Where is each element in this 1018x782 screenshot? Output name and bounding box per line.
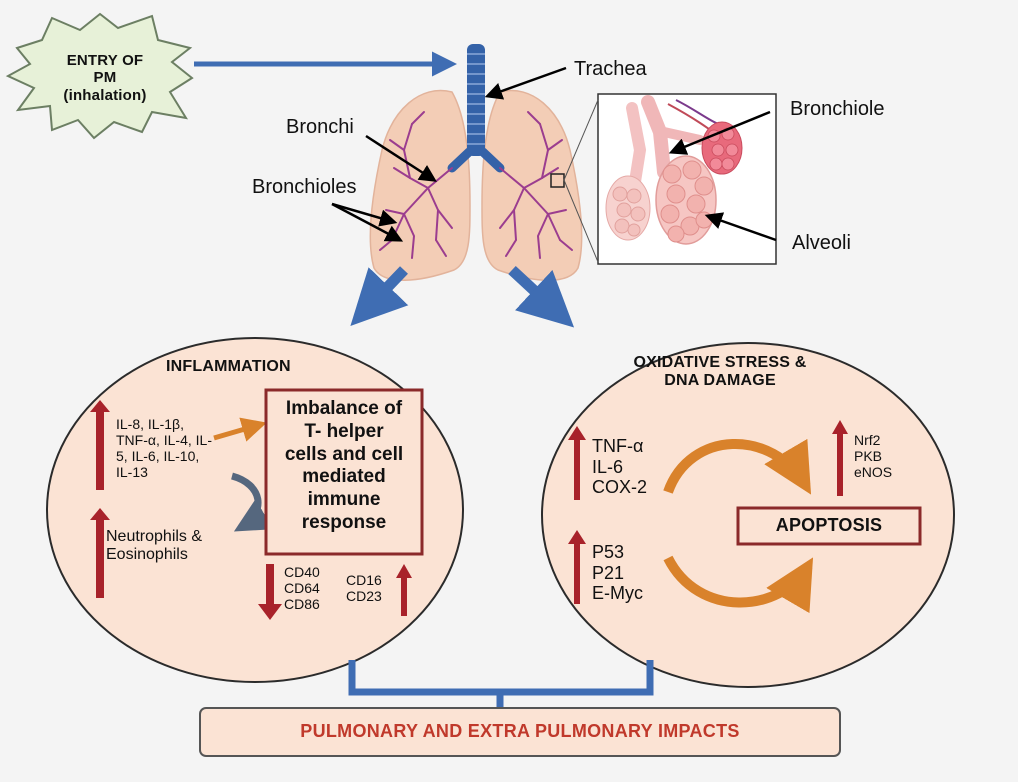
cytokine-list: IL-8, IL-1β, TNF-α, IL-4, IL- 5, IL-6, I… [116,416,256,480]
bronchi-label: Bronchi [286,116,354,138]
cd-up-list: CD16 CD23 [346,572,382,604]
group2-item-3: E-Myc [592,583,643,604]
imbalance-box [264,388,424,556]
bronchi-pointer [365,134,437,182]
cd-down-list: CD40 CD64 CD86 [284,564,320,612]
entry-line-3: (inhalation) [63,86,147,104]
imbalance-line-3: cells and cell [284,443,404,465]
bronchioles-label: Bronchioles [252,176,357,198]
group1-item-2: IL-6 [592,456,624,477]
oxidative-title: OXIDATIVE STRESS & DNA DAMAGE [600,354,840,391]
bronchiole-pointer [668,110,771,155]
oxidative-title-line-1: OXIDATIVE STRESS & [633,354,807,371]
imbalance-line-5: immune [307,489,381,511]
to-oxidative-arrow [508,265,575,328]
cells-line-1: Neutrophils & [106,528,203,545]
merge-bracket [348,660,654,708]
apoptosis-label: APOPTOSIS [775,515,883,535]
cells-list: Neutrophils & Eosinophils [106,528,202,565]
cd-down-3: CD86 [284,596,320,613]
to-inflammation-arrow [350,266,409,326]
apoptosis-box [736,506,922,546]
imbalance-line-2: T- helper [304,420,384,442]
imbalance-text: Imbalance of T- helper cells and cell me… [268,398,420,535]
cytokine-to-box-arrow [213,417,267,442]
trachea-pointer [484,66,567,100]
alveoli-label: Alveoli [792,232,851,254]
group1-list: TNF-α IL-6 COX-2 [592,436,647,498]
entry-label: ENTRY OF PM (inhalation) [50,52,160,104]
group2-item-2: P21 [592,562,625,583]
cytokine-line-3: 5, IL-6, IL-10, [116,448,200,465]
inflammation-up-arrows [90,400,110,598]
group3-item-2: PKB [854,448,883,465]
bronchioles-pointer-1 [331,202,398,227]
oxidative-title-line-2: DNA DAMAGE [664,372,776,390]
group2-item-1: P53 [592,542,625,562]
lower-cycle-arrow [663,555,814,614]
oxidative-up-arrows [568,420,848,604]
imbalance-line-4: mediated [302,466,386,488]
group3-item-3: eNOS [854,464,893,481]
cytokine-line-1: IL-8, IL-1β, [116,416,184,432]
imbalance-line-1: Imbalance of [285,398,403,419]
outcome-label: PULMONARY AND EXTRA PULMONARY IMPACTS [300,721,740,741]
group2-list: P53 P21 E-Myc [592,542,643,604]
cytokine-line-4: IL-13 [116,464,148,481]
curved-feedback-arrow [230,472,273,532]
cd-up-2: CD23 [346,588,382,605]
inflammation-title: INFLAMMATION [166,358,291,375]
trachea-label: Trachea [574,58,647,80]
group3-item-1: Nrf2 [854,432,881,448]
entry-line-2: PM [93,69,117,87]
alveoli-pointer [704,212,777,242]
cd-down-arrow [258,564,282,620]
imbalance-line-6: response [301,511,387,533]
group1-item-3: COX-2 [592,477,648,498]
group1-item-1: TNF-α [592,436,644,456]
group3-list: Nrf2 PKB eNOS [854,432,892,480]
cd-up-arrow [396,564,412,616]
cytokine-line-2: TNF-α, IL-4, IL- [116,432,212,449]
lungs-illustration [369,44,583,281]
cd-down-1: CD40 [284,564,320,580]
upper-cycle-arrow [663,438,812,495]
cells-line-2: Eosinophils [106,546,188,564]
cd-up-1: CD16 [346,572,382,588]
bronchioles-pointer-2 [331,202,404,242]
entry-line-1: ENTRY OF [66,52,144,69]
entry-starburst [5,12,194,140]
outcome-box [199,707,841,757]
bronchiole-label: Bronchiole [790,98,885,120]
cd-down-2: CD64 [284,580,320,597]
trachea-tube [467,44,485,156]
